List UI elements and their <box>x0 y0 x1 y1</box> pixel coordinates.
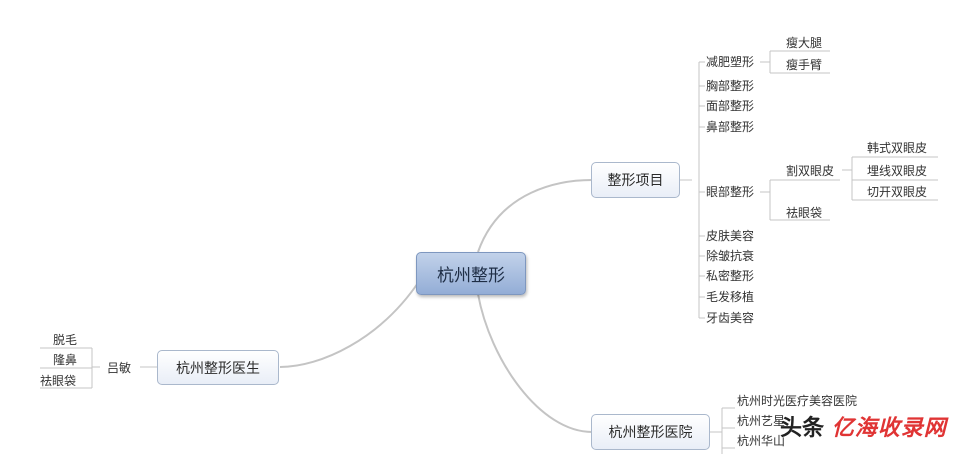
leaf-eye-bag: 祛眼袋 <box>786 206 823 220</box>
branch-projects: 整形项目 <box>591 162 680 198</box>
leaf-double-eyelid: 割双眼皮 <box>786 164 835 178</box>
underline-doctor-items <box>40 347 88 389</box>
leaf-chest: 胸部整形 <box>706 79 755 93</box>
leaf-eye-bag-removal: 祛眼袋 <box>40 374 77 388</box>
leaf-teeth: 牙齿美容 <box>706 311 755 325</box>
leaf-korean-eyelid: 韩式双眼皮 <box>867 141 928 155</box>
branch-hospital: 杭州整形医院 <box>591 414 710 450</box>
connector-root-projects <box>477 179 593 253</box>
leaf-skin: 皮肤美容 <box>706 229 755 243</box>
bracket-weight-loss <box>760 50 780 74</box>
watermark-brand: 亿海收录网 <box>831 416 947 441</box>
leaf-rhinoplasty: 隆鼻 <box>53 353 78 367</box>
bracket-eye <box>760 179 780 221</box>
leaf-suture-eyelid: 埋线双眼皮 <box>867 164 928 178</box>
leaf-weight-loss: 减肥塑形 <box>706 55 755 69</box>
bracket-doctor <box>88 347 100 389</box>
leaf-hospital-yixing: 杭州艺星 <box>737 414 786 428</box>
leaf-hospital-shiguang: 杭州时光医疗美容医院 <box>737 394 858 408</box>
leaf-wrinkle: 除皱抗衰 <box>706 249 755 263</box>
root-node: 杭州整形 <box>416 252 526 295</box>
leaf-thigh: 瘦大腿 <box>786 36 823 50</box>
leaf-hair: 毛发移植 <box>706 290 755 304</box>
leaf-private: 私密整形 <box>706 269 755 283</box>
bracket-projects <box>680 61 705 319</box>
connector-root-doctor <box>279 279 421 368</box>
underline-weight-loss-items <box>780 50 830 74</box>
branch-doctor: 杭州整形医生 <box>157 350 279 385</box>
watermark-prefix: 头条 <box>780 416 825 441</box>
bracket-hospital <box>710 407 735 454</box>
leaf-eye: 眼部整形 <box>706 185 755 199</box>
leaf-arm: 瘦手臂 <box>786 58 823 72</box>
leaf-hair-removal: 脱毛 <box>53 333 78 347</box>
leaf-hospital-huashan: 杭州华山 <box>737 434 786 448</box>
leaf-incision-eyelid: 切开双眼皮 <box>867 185 928 199</box>
connector-root-hospital <box>477 293 593 433</box>
bracket-double-eyelid <box>842 156 862 201</box>
leaf-face: 面部整形 <box>706 99 755 113</box>
watermark: 头条 亿海收录网 <box>780 410 947 442</box>
underline-eye-items <box>780 179 840 221</box>
underline-double-eyelid-items <box>862 156 938 201</box>
leaf-nose: 鼻部整形 <box>706 120 755 134</box>
leaf-doctor-name: 吕敏 <box>107 361 132 375</box>
